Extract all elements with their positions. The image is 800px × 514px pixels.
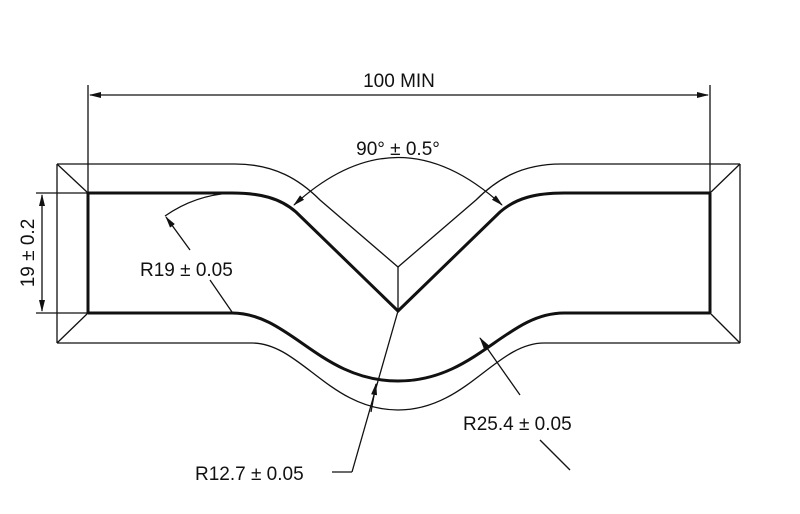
part-outline (56, 163, 741, 411)
radius-large-dimension: R25.4 ± 0.05 (463, 337, 572, 471)
radius-small-dimension: R19 ± 0.05 (140, 192, 233, 313)
radius-bottom-dimension: R12.7 ± 0.05 (195, 310, 399, 485)
inner-top-edge (88, 191, 710, 314)
width-dimension: 19 ± 0.2 (18, 192, 88, 314)
angle-label: 90° ± 0.5° (356, 139, 440, 160)
outer-bottom-edge (57, 342, 740, 411)
length-dimension: 100 MIN (87, 71, 711, 193)
radius-small-label: R19 ± 0.05 (140, 260, 233, 281)
angle-dimension: 90° ± 0.5° (293, 139, 503, 206)
radius-bottom-label: R12.7 ± 0.05 (195, 464, 304, 485)
inner-bottom-edge (88, 311, 710, 383)
length-label: 100 MIN (363, 71, 435, 92)
width-label: 19 ± 0.2 (18, 219, 39, 288)
outer-top-edge (57, 163, 740, 268)
radius-large-label: R25.4 ± 0.05 (463, 414, 572, 435)
